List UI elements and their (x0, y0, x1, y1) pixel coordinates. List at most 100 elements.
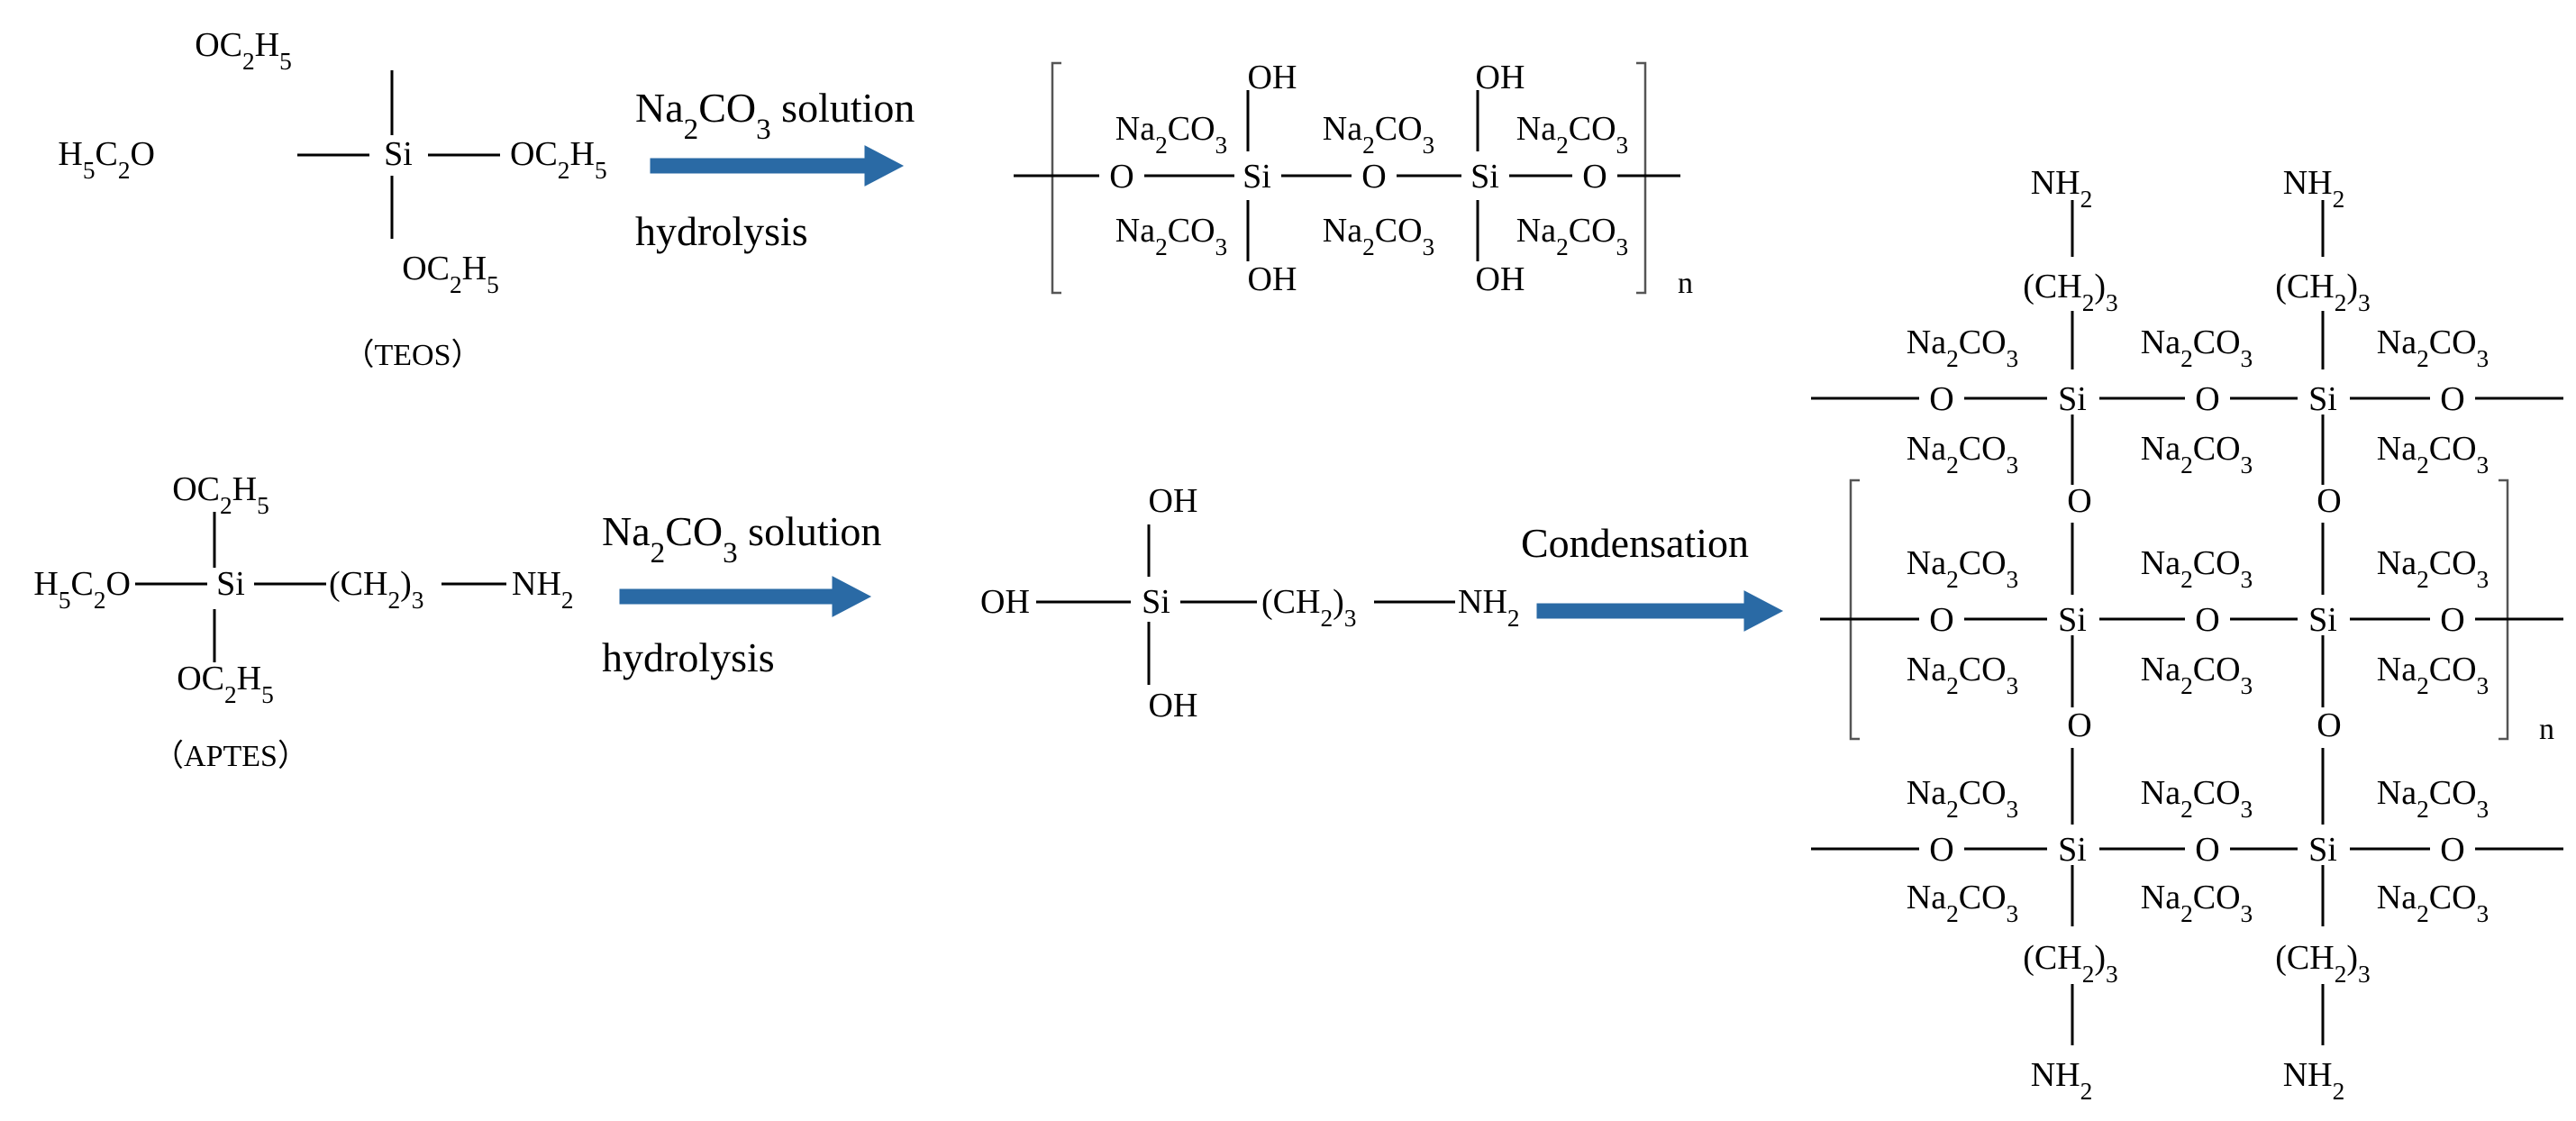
network-bridging-oxygen-7: O (1929, 831, 1953, 869)
teos-right-ethoxy: OC2H5 (510, 135, 607, 184)
chain-left-bracket (1051, 61, 1061, 295)
network-silicon-1: Si (2058, 380, 2087, 418)
teos-caption: （TEOS） (344, 338, 482, 372)
aptes-amino-group: NH2 (512, 565, 574, 614)
arrow-condensation: Condensation (1521, 520, 1784, 632)
network-sodium-carbonate-12: Na2CO3 (2377, 651, 2489, 699)
network-sodium-carbonate-5: Na2CO3 (2377, 324, 2489, 372)
network-sodium-carbonate-8: Na2CO3 (1907, 651, 2018, 699)
network-sodium-carbonate-7: Na2CO3 (1907, 544, 2018, 593)
arrow-2-reagent-label: Na2CO3 solution (602, 508, 881, 570)
chain-oxygen-1: O (1109, 158, 1133, 196)
chain-sodium-carbonate-3: Na2CO3 (1516, 110, 1628, 159)
network-top-amino-1: NH2 (2031, 164, 2093, 213)
network-sodium-carbonate-9: Na2CO3 (2141, 544, 2253, 593)
network-sodium-carbonate-1: Na2CO3 (1907, 324, 2018, 372)
arrow-hydrolysis-1: Na2CO3 solution hydrolysis (635, 85, 915, 254)
network-sodium-carbonate-17: Na2CO3 (2377, 774, 2489, 823)
aptes-propyl-chain: (CH2)3 (329, 565, 423, 614)
network-sodium-carbonate-10: Na2CO3 (2141, 651, 2253, 699)
network-bottom-amino-2: NH2 (2283, 1056, 2345, 1105)
arrow-3-label: Condensation (1521, 520, 1749, 566)
chain-hydroxyl-bottom-1: OH (1248, 260, 1297, 298)
network-sodium-carbonate-14: Na2CO3 (1907, 879, 2018, 927)
network-bridging-oxygen-2: O (2195, 380, 2219, 418)
aptes-left-ethoxy: H5C2O (33, 565, 131, 614)
network-sodium-carbonate-15: Na2CO3 (2141, 774, 2253, 823)
silanol-silicon-atom: Si (1142, 583, 1170, 621)
network-sodium-carbonate-4: Na2CO3 (2141, 430, 2253, 478)
aptes-caption: （APTES） (153, 739, 308, 773)
chain-sodium-carbonate-4: Na2CO3 (1115, 212, 1227, 260)
network-left-bracket (1849, 478, 1860, 741)
network-top-propyl-1: (CH2)3 (2023, 268, 2117, 316)
network-top-propyl-2: (CH2)3 (2275, 268, 2370, 316)
network-bridging-oxygen-8: O (2195, 831, 2219, 869)
chain-oxygen-2: O (1361, 158, 1386, 196)
teos-silicon-atom: Si (384, 135, 413, 173)
arrow-2-shape (619, 576, 872, 617)
teos-top-ethoxy: OC2H5 (195, 26, 292, 75)
network-bottom-propyl-2: (CH2)3 (2275, 939, 2370, 988)
network-bridging-oxygen-4: O (1929, 601, 1953, 639)
arrow-3-shape (1536, 590, 1784, 632)
network-silicon-2: Si (2308, 380, 2337, 418)
network-vertical-oxygen-3: O (2067, 706, 2091, 744)
chain-right-bracket (1636, 61, 1647, 295)
network-vertical-oxygen-1: O (2067, 482, 2091, 520)
network-sodium-carbonate-3: Na2CO3 (2141, 324, 2253, 372)
network-silicon-3: Si (2058, 601, 2087, 639)
chain-sodium-carbonate-5: Na2CO3 (1323, 212, 1434, 260)
chain-sodium-carbonate-6: Na2CO3 (1516, 212, 1628, 260)
network-bottom-propyl-1: (CH2)3 (2023, 939, 2117, 988)
silanol-top-hydroxyl: OH (1149, 482, 1198, 520)
network-sodium-carbonate-11: Na2CO3 (2377, 544, 2489, 593)
network-silicon-6: Si (2308, 831, 2337, 869)
chain-oxygen-3: O (1582, 158, 1607, 196)
network-right-bracket (2499, 478, 2509, 741)
arrow-1-shape (650, 145, 905, 187)
network-sodium-carbonate-16: Na2CO3 (2141, 879, 2253, 927)
network-vertical-oxygen-4: O (2317, 706, 2341, 744)
arrow-2-condition-label: hydrolysis (602, 634, 775, 680)
aptes-top-ethoxy: OC2H5 (172, 470, 269, 519)
aptes-bottom-ethoxy: OC2H5 (177, 660, 274, 708)
chain-repeat-n: n (1678, 267, 1693, 300)
teos-left-ethoxy: H5C2O (58, 135, 155, 184)
network-sodium-carbonate-6: Na2CO3 (2377, 430, 2489, 478)
network-sodium-carbonate-13: Na2CO3 (1907, 774, 2018, 823)
network-sodium-carbonate-18: Na2CO3 (2377, 879, 2489, 927)
network-bridging-oxygen-5: O (2195, 601, 2219, 639)
silanol-amino-group: NH2 (1458, 583, 1520, 632)
arrow-hydrolysis-2: Na2CO3 solution hydrolysis (602, 508, 881, 680)
network-bottom-amino-1: NH2 (2031, 1056, 2093, 1105)
network-bridging-oxygen-1: O (1929, 380, 1953, 418)
chain-sodium-carbonate-1: Na2CO3 (1115, 110, 1227, 159)
chain-sodium-carbonate-2: Na2CO3 (1323, 110, 1434, 159)
arrow-1-condition-label: hydrolysis (635, 208, 808, 254)
aptes-silicon-atom: Si (216, 565, 245, 603)
silanol-propyl-chain: (CH2)3 (1261, 583, 1356, 632)
network-sodium-carbonate-2: Na2CO3 (1907, 430, 2018, 478)
arrow-1-reagent-label: Na2CO3 solution (635, 85, 915, 146)
silanol-bottom-hydroxyl: OH (1149, 687, 1198, 725)
silanol-left-hydroxyl: OH (980, 583, 1030, 621)
network-repeat-n: n (2539, 713, 2554, 746)
network-top-amino-2: NH2 (2283, 164, 2345, 213)
chain-hydroxyl-bottom-2: OH (1476, 260, 1525, 298)
network-bridging-oxygen-9: O (2440, 831, 2464, 869)
chain-silicon-1: Si (1242, 158, 1271, 196)
network-silicon-4: Si (2308, 601, 2337, 639)
network-vertical-oxygen-2: O (2317, 482, 2341, 520)
chain-hydroxyl-top-1: OH (1248, 59, 1297, 96)
chain-hydroxyl-top-2: OH (1476, 59, 1525, 96)
network-bridging-oxygen-6: O (2440, 601, 2464, 639)
teos-bottom-ethoxy: OC2H5 (402, 250, 499, 298)
network-bridging-oxygen-3: O (2440, 380, 2464, 418)
